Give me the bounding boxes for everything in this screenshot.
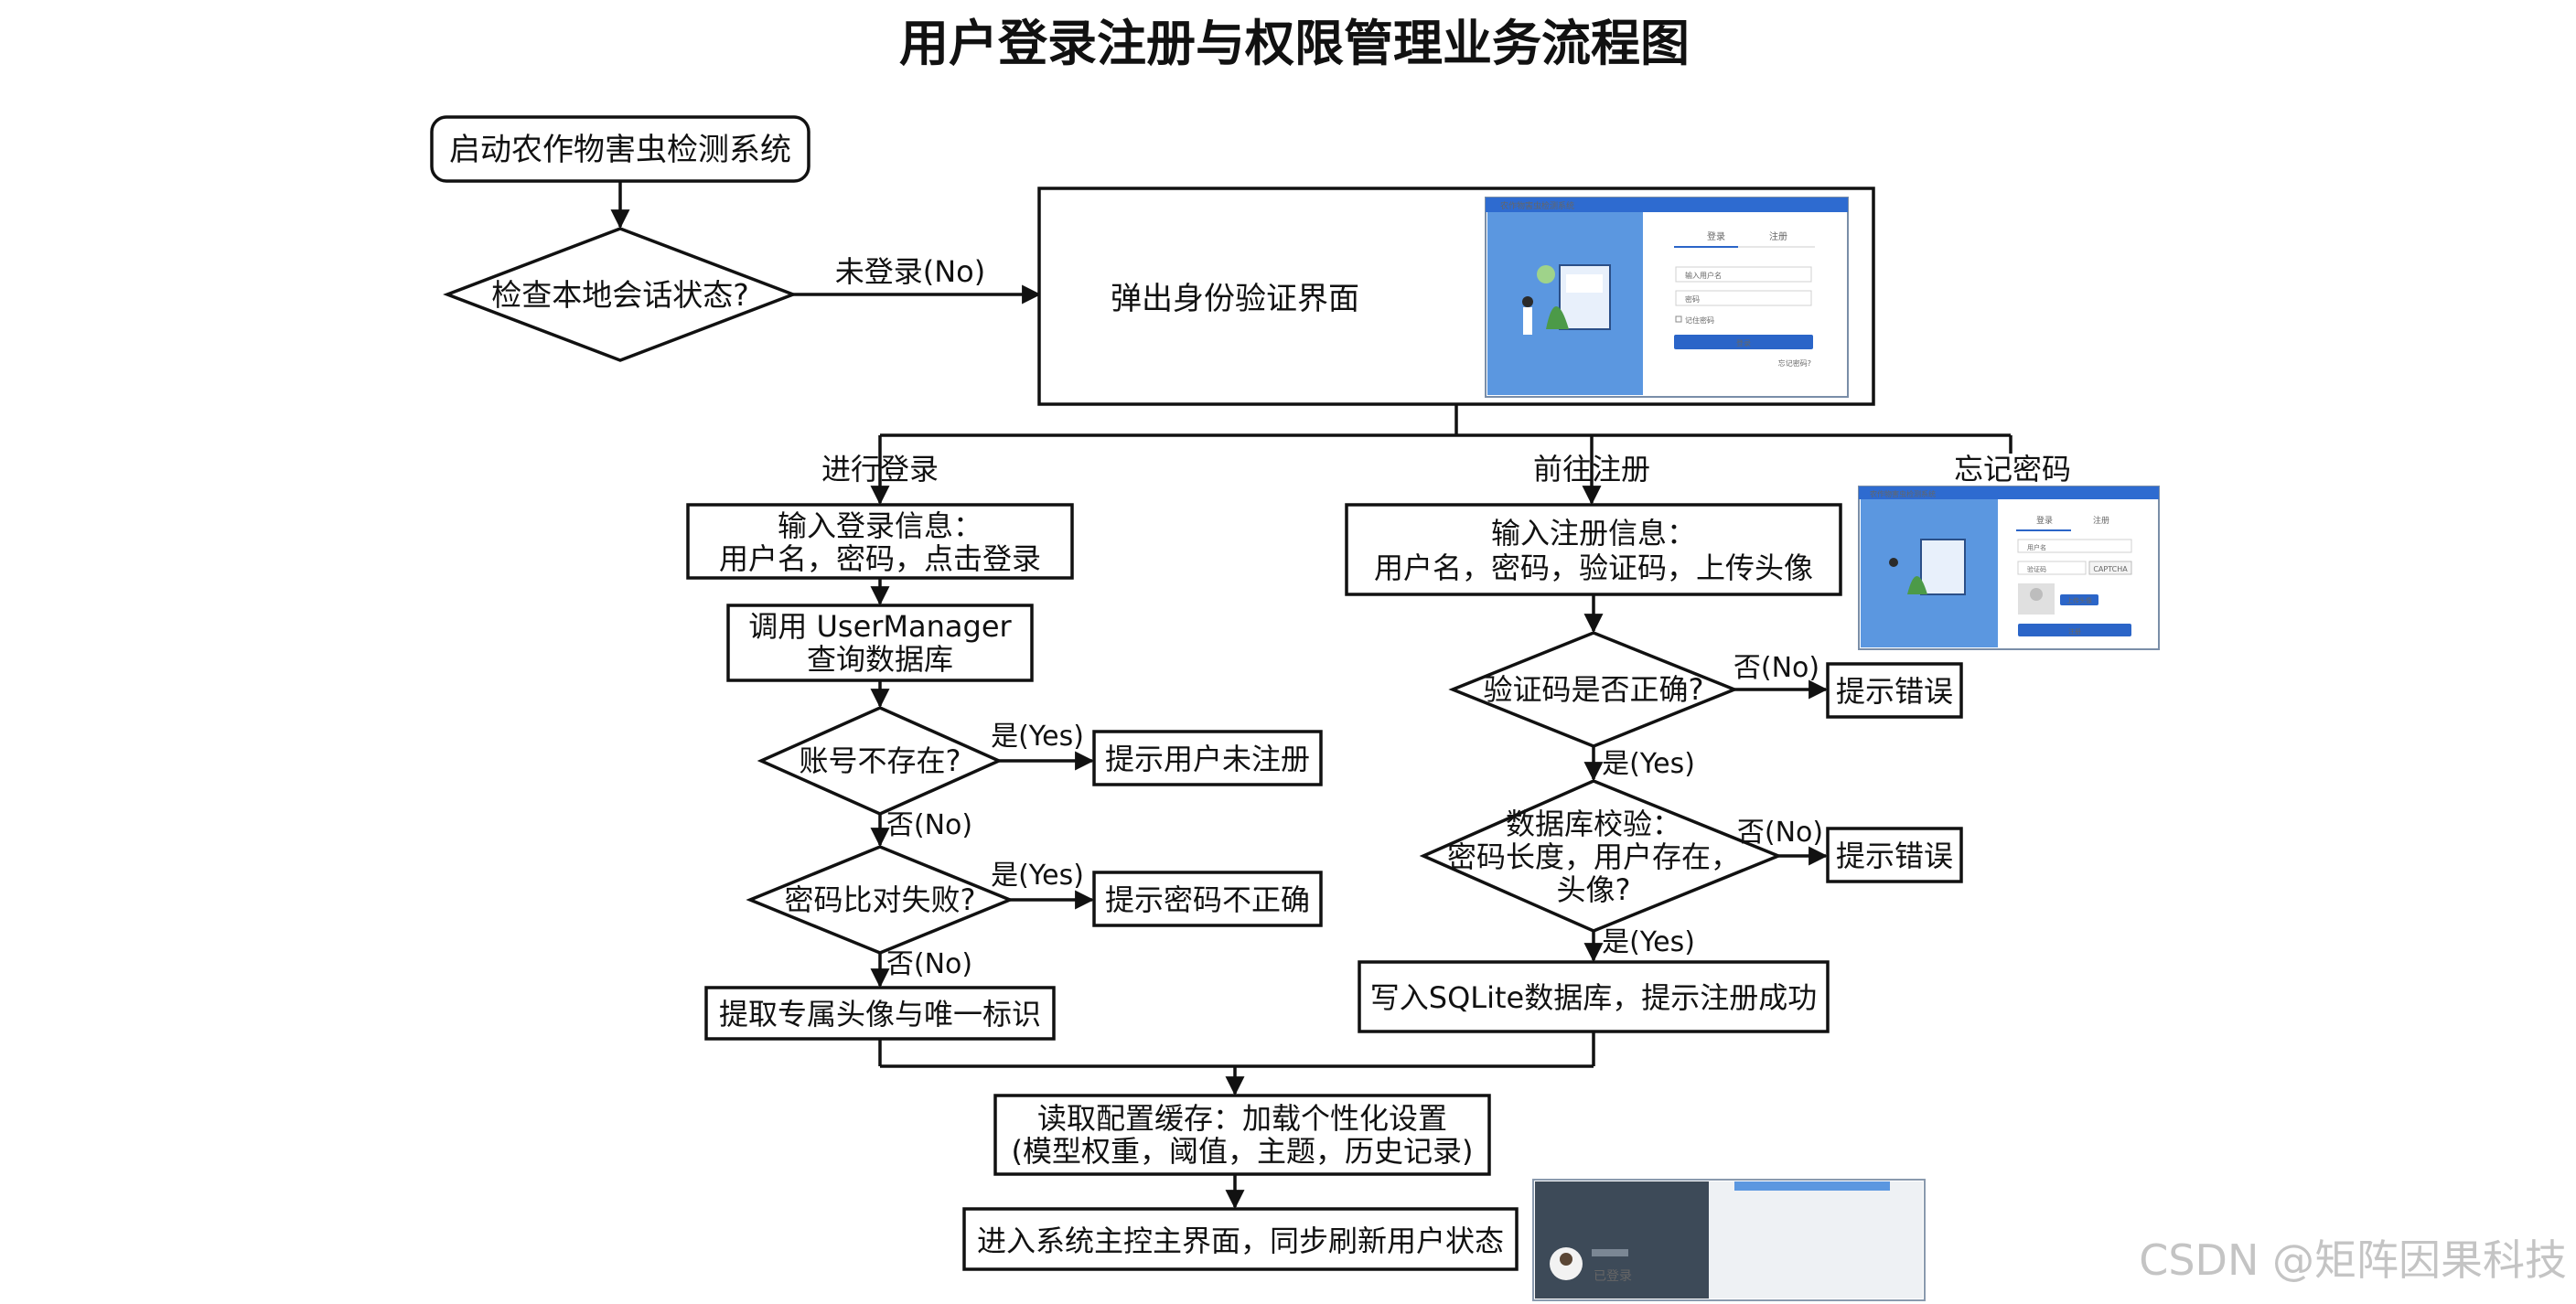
tip-unregistered-label: 提示用户未注册 [1105,742,1310,776]
branch-login-label: 进行登录 [821,452,939,486]
register-input-node [1345,503,1842,596]
not-logged-in-label: 未登录(No) [835,254,986,289]
svg-text:记住密码: 记住密码 [1685,315,1714,325]
svg-text:登录: 登录 [2036,516,2053,526]
check-session-decision [443,227,798,362]
no-label-2: 否(No) [886,948,972,980]
tip-error-2-node [1826,827,1963,883]
svg-text:登录: 登录 [1736,338,1751,347]
captcha-label: 验证码是否正确? [1484,672,1704,707]
yes-label-2: 是(Yes) [991,860,1084,892]
register-input-line1: 输入注册信息： [1491,516,1696,550]
main-window-mockup: 已登录 [1532,1179,1926,1301]
enter-main-node [962,1207,1519,1271]
db-check-line1: 数据库校验： [1506,807,1681,841]
watermark: CSDN @矩阵因果科技 [2139,1235,2567,1285]
no-label-3: 否(No) [1733,652,1819,684]
load-config-line1: 读取配置缓存：加载个性化设置 [1037,1101,1447,1136]
mock-status-label: 已登录 [1594,1269,1632,1284]
login-input-line2: 用户名，密码，点击登录 [719,541,1041,576]
svg-text:密码: 密码 [1685,294,1700,304]
login-input-node [686,503,1074,580]
call-usermanager-line1: 调用 UserManager [748,609,1012,644]
diagram-title: 用户登录注册与权限管理业务流程图 [899,15,1690,72]
start-label: 启动农作物害虫检测系统 [449,132,791,168]
load-config-node [993,1094,1491,1176]
svg-text:注册: 注册 [2093,515,2109,526]
svg-text:注册: 注册 [2068,627,2081,636]
svg-text:农作物害虫检测系统: 农作物害虫检测系统 [1500,200,1574,211]
write-db-label: 写入SQLite数据库，提示注册成功 [1370,980,1817,1015]
fetch-avatar-label: 提取专属头像与唯一标识 [719,997,1041,1031]
write-db-node [1358,960,1830,1033]
auth-popup-label: 弹出身份验证界面 [1111,281,1359,317]
branch-forgot-label: 忘记密码 [1954,452,2071,486]
call-usermanager-node [726,604,1034,682]
yes-label-3: 是(Yes) [1602,748,1695,780]
svg-text:上传头像: 上传头像 [2066,596,2092,604]
no-label-1: 否(No) [886,809,972,841]
db-check-line2: 密码长度，用户存在， [1447,839,1740,874]
call-usermanager-line2: 查询数据库 [807,642,953,677]
tip-wrong-password-node [1092,871,1323,927]
login-window-mockup: 农作物害虫检测系统 登录 注册 输入用户名 密码 记住密码 登录 忘记密码? [1485,197,1849,398]
tip-wrong-password-label: 提示密码不正确 [1105,882,1310,917]
mock-tab-login: 登录 [1707,230,1725,242]
tip-error-1-label: 提示错误 [1836,674,1953,709]
mock-tab-register: 注册 [1769,230,1787,242]
svg-text:输入用户名: 输入用户名 [1685,271,1722,280]
tip-error-2-label: 提示错误 [1836,839,1953,873]
svg-text:CAPTCHA: CAPTCHA [2093,565,2128,573]
forgot-window-mockup: 农作物害虫检测系统 登录 注册 用户名 验证码 CAPTCHA 上传头像 注册 [1858,486,2160,650]
branch-register-label: 前往注册 [1533,452,1650,486]
tip-error-1-node [1826,662,1963,719]
check-session-label: 检查本地会话状态? [491,277,749,313]
no-label-4: 否(No) [1737,817,1823,849]
account-missing-label: 账号不存在? [800,743,961,778]
yes-label-4: 是(Yes) [1602,926,1695,958]
svg-text:农作物害虫检测系统: 农作物害虫检测系统 [1870,489,1936,498]
db-check-line3: 头像? [1557,872,1631,907]
svg-text:验证码: 验证码 [2027,565,2046,573]
yes-label-1: 是(Yes) [991,721,1084,753]
svg-text:用户名: 用户名 [2027,543,2046,551]
password-mismatch-label: 密码比对失败? [785,882,976,917]
tip-unregistered-node [1092,730,1323,786]
svg-text:忘记密码?: 忘记密码? [1778,358,1811,368]
load-config-line2: (模型权重，阈值，主题，历史记录) [1012,1134,1474,1169]
login-input-line1: 输入登录信息： [778,508,982,543]
register-input-line2: 用户名，密码，验证码，上传头像 [1374,550,1813,585]
enter-main-label: 进入系统主控主界面，同步刷新用户状态 [977,1224,1504,1258]
